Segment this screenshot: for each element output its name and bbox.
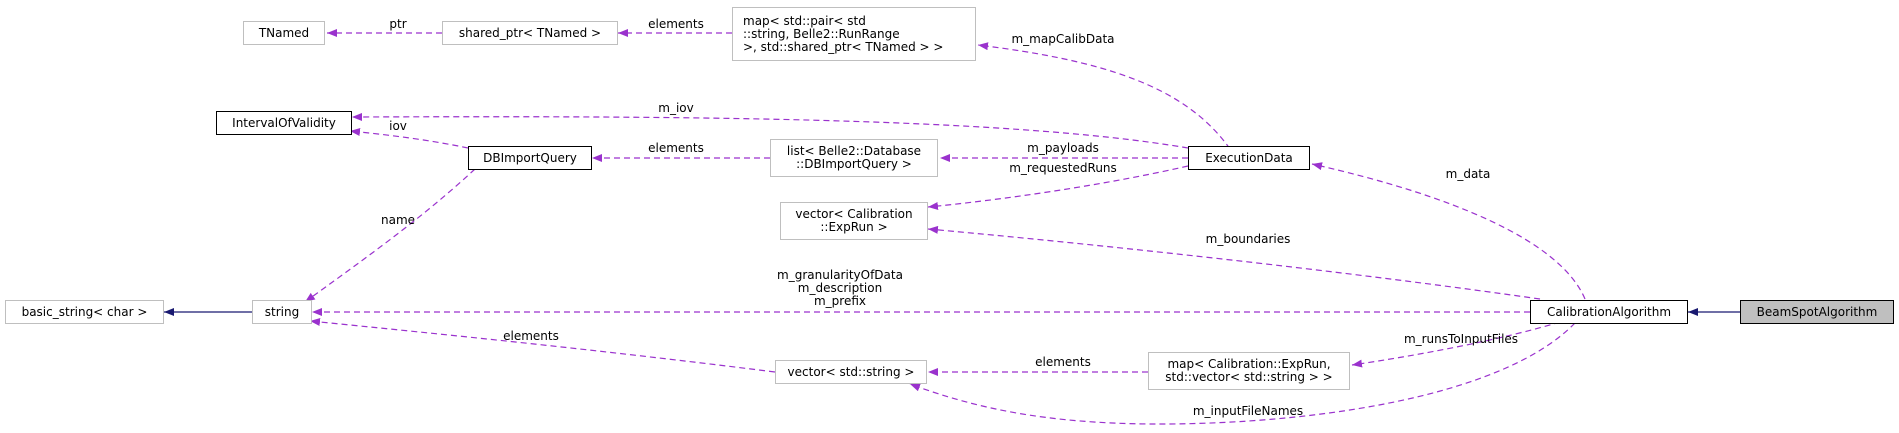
edge-label-line: m_description xyxy=(797,281,883,295)
node-list-dbimport[interactable]: list< Belle2::Database ::DBImportQuery > xyxy=(770,139,938,177)
edge-label-elements-map: elements xyxy=(1035,355,1091,369)
edge-m-requestedruns xyxy=(927,165,1189,211)
node-label: DBImportQuery xyxy=(483,150,577,165)
edge-label-name: name xyxy=(380,213,416,227)
edge-label-m-runstoinputfiles: m_runsToInputFiles xyxy=(1403,332,1519,346)
edge-label-line: m_granularityOfData xyxy=(777,268,903,282)
edge-label-string-members: m_granularityOfData m_description m_pref… xyxy=(777,269,903,308)
edge-elements-vecstr xyxy=(309,318,776,373)
edge-m-inputfilenames xyxy=(909,322,1576,425)
edge-label-m-inputfilenames: m_inputFileNames xyxy=(1192,404,1304,418)
node-label: CalibrationAlgorithm xyxy=(1546,304,1672,319)
node-label: string xyxy=(264,304,300,319)
node-map-calib-data[interactable]: map< std::pair< std ::string, Belle2::Ru… xyxy=(732,7,976,61)
node-basic-string[interactable]: basic_string< char > xyxy=(5,300,164,324)
node-calibration-algorithm[interactable]: CalibrationAlgorithm xyxy=(1530,300,1688,324)
edge-label-ptr: ptr xyxy=(389,17,407,31)
node-label-line: ::ExpRun > xyxy=(820,220,888,234)
node-shared-ptr[interactable]: shared_ptr< TNamed > xyxy=(442,21,618,45)
edge-label-elements-vecstr: elements xyxy=(503,329,559,343)
node-label-line: ::DBImportQuery > xyxy=(796,157,912,171)
node-label: IntervalOfValidity xyxy=(232,115,336,130)
edge-label-m-data: m_data xyxy=(1445,167,1491,181)
edge-m-data xyxy=(1311,162,1586,300)
edge-label-m-boundaries: m_boundaries xyxy=(1205,232,1291,246)
node-string[interactable]: string xyxy=(252,300,312,324)
node-label: BeamSpotAlgorithm xyxy=(1756,304,1878,319)
edge-label-elements-shared: elements xyxy=(648,17,704,31)
node-label-line: >, std::shared_ptr< TNamed > > xyxy=(743,39,944,54)
node-label-line: map< Calibration::ExpRun, xyxy=(1167,357,1331,371)
node-label: vector< std::string > xyxy=(787,364,915,379)
node-interval-of-validity[interactable]: IntervalOfValidity xyxy=(216,111,352,135)
edge-label-m-requestedruns: m_requestedRuns xyxy=(1009,161,1117,175)
node-label-line: map< std::pair< std xyxy=(743,13,866,28)
node-map-exprun-files[interactable]: map< Calibration::ExpRun, std::vector< s… xyxy=(1148,352,1350,390)
node-label: TNamed xyxy=(258,25,310,40)
node-label: basic_string< char > xyxy=(21,304,148,319)
node-label-line: ::string, Belle2::RunRange xyxy=(743,26,900,41)
node-beamspot-algorithm[interactable]: BeamSpotAlgorithm xyxy=(1740,300,1894,324)
edge-label-m-mapcalibdata: m_mapCalibData xyxy=(1011,32,1115,46)
node-tnamed[interactable]: TNamed xyxy=(243,21,325,45)
node-dbimport-query[interactable]: DBImportQuery xyxy=(468,146,592,170)
edge-label-line: m_prefix xyxy=(813,294,867,308)
edge-label-elements-list: elements xyxy=(648,141,704,155)
node-label: ExecutionData xyxy=(1205,150,1293,165)
node-label-line: list< Belle2::Database xyxy=(786,144,922,158)
node-execution-data[interactable]: ExecutionData xyxy=(1188,146,1310,170)
node-label: shared_ptr< TNamed > xyxy=(458,25,602,40)
node-label-line: std::vector< std::string > > xyxy=(1165,370,1333,384)
edge-name xyxy=(304,168,476,303)
edge-label-m-iov: m_iov xyxy=(658,101,694,115)
edge-m-boundaries xyxy=(927,225,1541,300)
edge-iov xyxy=(349,128,469,149)
node-vector-exprun[interactable]: vector< Calibration ::ExpRun > xyxy=(780,202,928,240)
node-label-line: vector< Calibration xyxy=(795,207,913,221)
edge-label-iov: iov xyxy=(389,119,407,133)
edge-m-mapcalibdata xyxy=(977,42,1231,150)
edge-m-runstoinputfiles xyxy=(1351,321,1561,368)
edge-m-iov xyxy=(351,112,1189,149)
edge-label-m-payloads: m_payloads xyxy=(1027,141,1099,155)
node-vector-string[interactable]: vector< std::string > xyxy=(775,360,927,384)
